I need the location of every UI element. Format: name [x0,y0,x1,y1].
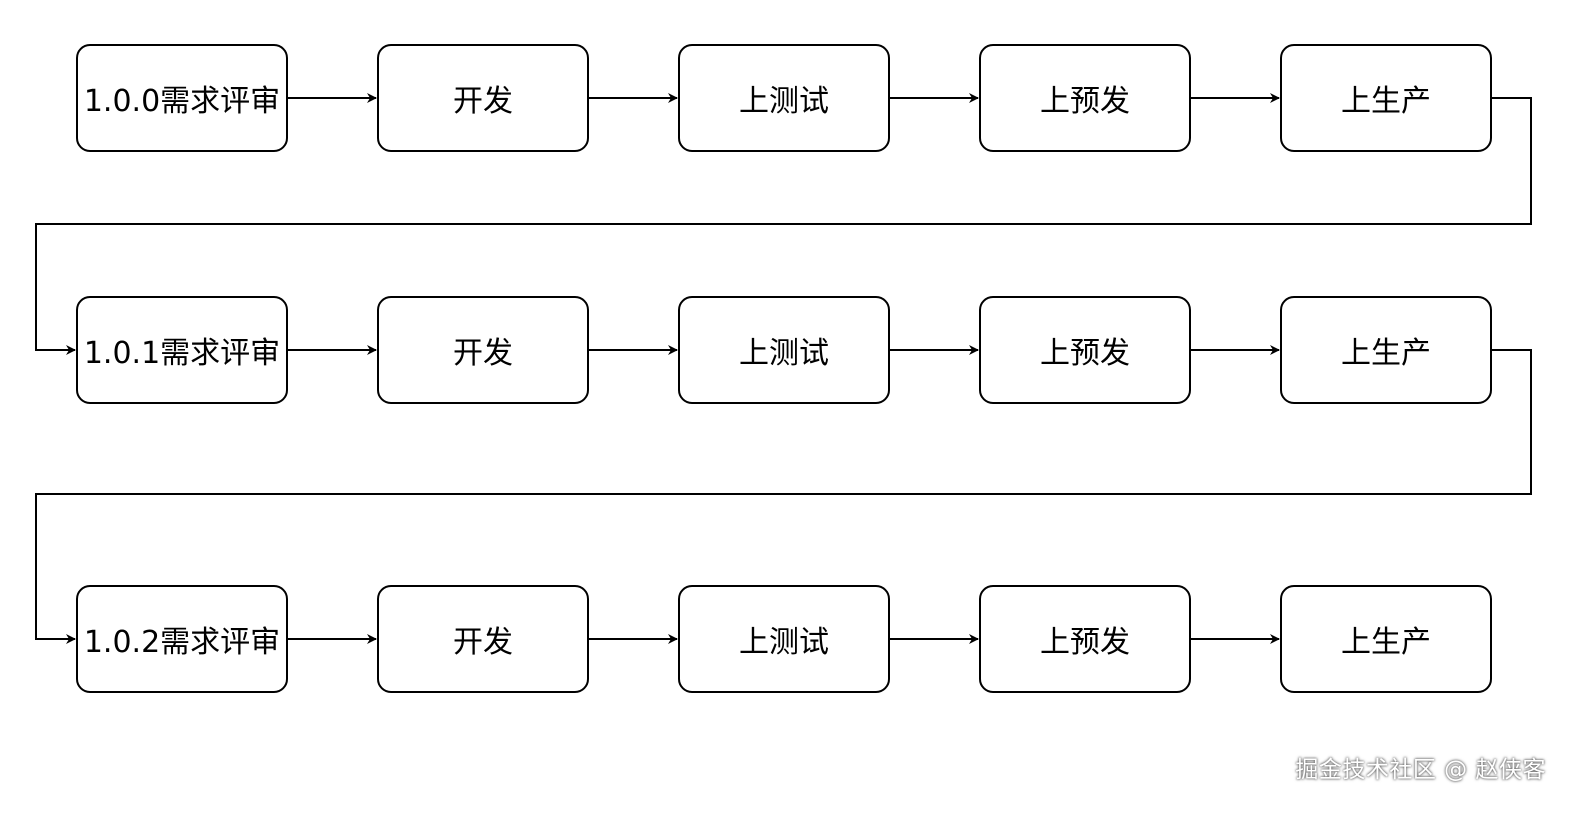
node-label: 上测试 [739,336,829,371]
node-label: 上预发 [1040,84,1130,119]
node-1-0-0-requirement-review: 1.0.0需求评审 [76,44,288,152]
node-1-0-1-requirement-review: 1.0.1需求评审 [76,296,288,404]
node-1-0-1-develop: 开发 [377,296,589,404]
node-1-0-0-deploy-staging: 上预发 [979,44,1191,152]
node-1-0-2-deploy-test: 上测试 [678,585,890,693]
node-1-0-2-requirement-review: 1.0.2需求评审 [76,585,288,693]
node-label: 1.0.2需求评审 [83,625,281,660]
node-label: 上生产 [1341,336,1431,371]
node-label: 开发 [453,84,513,119]
node-label: 上预发 [1040,625,1130,660]
node-label: 上测试 [739,625,829,660]
node-1-0-0-develop: 开发 [377,44,589,152]
node-1-0-1-deploy-production: 上生产 [1280,296,1492,404]
node-label: 1.0.0需求评审 [83,84,281,119]
node-1-0-0-deploy-production: 上生产 [1280,44,1492,152]
node-label: 上生产 [1341,625,1431,660]
node-label: 开发 [453,625,513,660]
node-1-0-0-deploy-test: 上测试 [678,44,890,152]
watermark: 掘金技术社区 @ 赵侠客 [1295,757,1546,783]
node-label: 上生产 [1341,84,1431,119]
node-label: 1.0.1需求评审 [83,336,281,371]
node-label: 开发 [453,336,513,371]
node-1-0-2-deploy-production: 上生产 [1280,585,1492,693]
node-label: 上预发 [1040,336,1130,371]
node-1-0-2-develop: 开发 [377,585,589,693]
node-1-0-1-deploy-test: 上测试 [678,296,890,404]
node-1-0-1-deploy-staging: 上预发 [979,296,1191,404]
arrow-row0-to-row1 [35,97,1532,355]
arrow-row1-to-row2 [35,349,1532,644]
node-1-0-2-deploy-staging: 上预发 [979,585,1191,693]
node-label: 上测试 [739,84,829,119]
